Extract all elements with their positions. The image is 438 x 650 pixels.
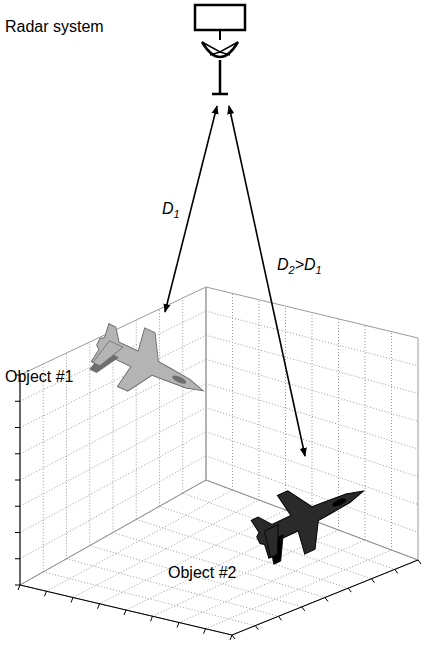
- grid-line: [365, 325, 366, 540]
- node-label: Object #2: [168, 564, 236, 582]
- grid-line: [206, 287, 207, 480]
- grid-line: [182, 298, 183, 493]
- grid-line: [206, 335, 418, 393]
- grid-line: [18, 585, 20, 590]
- grid-line: [43, 364, 44, 572]
- distance-arrow: [229, 106, 305, 456]
- grid-line: [325, 598, 328, 602]
- node-label: Object #1: [5, 368, 73, 386]
- grid-line: [113, 533, 325, 598]
- radar-box: [195, 5, 245, 30]
- node-label: Radar system: [5, 18, 104, 36]
- distance-label: D2>D1: [275, 256, 324, 276]
- grid-line: [206, 550, 392, 629]
- grid-line: [20, 311, 206, 401]
- grid-line: [348, 588, 351, 592]
- grid-line: [177, 623, 179, 628]
- grid-line: [15, 558, 20, 559]
- grid-line: [418, 338, 419, 560]
- grid-line: [206, 384, 418, 450]
- grid-line: [279, 616, 282, 620]
- aircraft-art: [5, 312, 205, 416]
- grid-line: [20, 585, 232, 635]
- grid-line: [15, 401, 20, 402]
- radar-dish: [202, 42, 238, 57]
- grid-line: [45, 591, 47, 596]
- grid-line: [20, 456, 206, 559]
- grid-line: [20, 384, 206, 481]
- grid-line: [98, 604, 100, 609]
- grid-line: [159, 309, 160, 506]
- grid-line: [285, 306, 286, 510]
- grid-line: [232, 560, 418, 635]
- grid-line: [73, 500, 259, 598]
- grid-line: [232, 560, 418, 635]
- grid-line: [302, 607, 305, 611]
- grid-line: [395, 569, 398, 573]
- grid-line: [206, 287, 207, 480]
- distance-label: D1: [160, 200, 182, 220]
- aircraft: [85, 313, 217, 421]
- grid-line: [15, 585, 20, 586]
- grid-line: [418, 560, 421, 564]
- grid-line: [151, 616, 153, 621]
- aircraft: [245, 462, 377, 570]
- grid-line: [255, 626, 258, 630]
- grid-line: [15, 453, 20, 454]
- grid-line: [15, 480, 20, 481]
- grid-line: [15, 506, 20, 507]
- grid-line: [206, 359, 418, 421]
- grid-line: [15, 427, 20, 428]
- grid-line: [259, 300, 260, 500]
- grid-line: [15, 532, 20, 533]
- radar-node: Radar system: [5, 4, 267, 106]
- grid-line: [20, 585, 232, 635]
- grid-line: [372, 579, 375, 583]
- aircraft-node: Object #1: [5, 312, 205, 416]
- grid-line: [71, 598, 73, 603]
- grid-line: [206, 287, 418, 338]
- radar-mast: [219, 60, 222, 94]
- grid-line: [206, 311, 418, 366]
- grid-line: [204, 629, 206, 634]
- grid-line: [230, 635, 232, 640]
- grid-line: [124, 610, 126, 615]
- grid-line: [232, 635, 235, 639]
- grid-line: [391, 332, 392, 550]
- aircraft-node: Object #2: [168, 456, 380, 596]
